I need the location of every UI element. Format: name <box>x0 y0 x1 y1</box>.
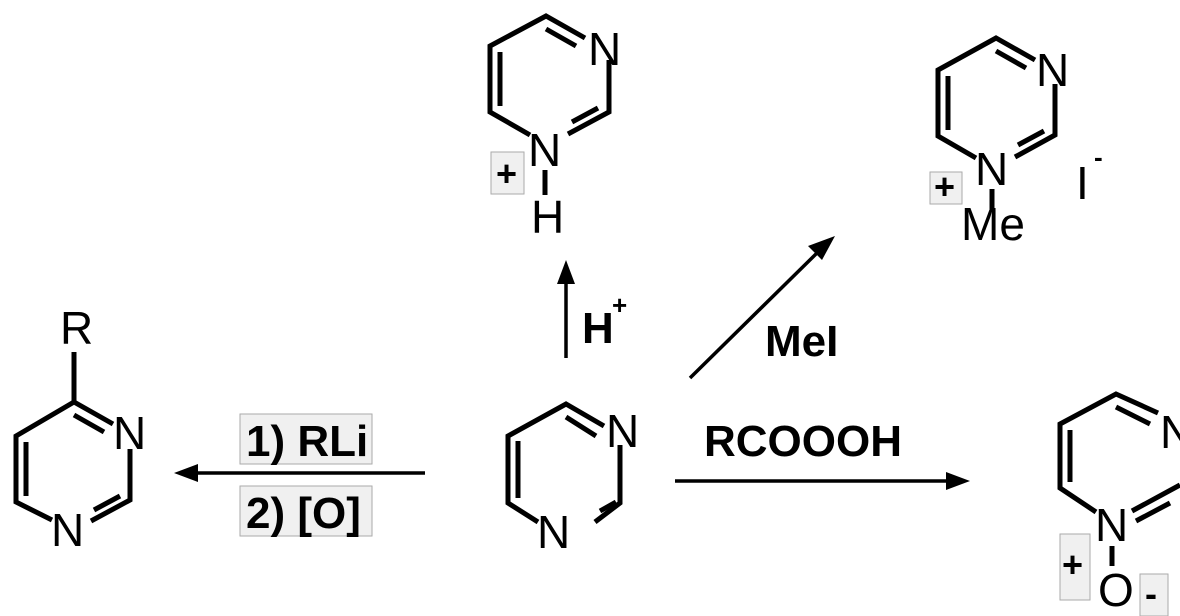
reagent-h-charge: + <box>612 290 627 320</box>
ring-bonds <box>487 13 612 138</box>
arrow-methylation <box>688 236 835 380</box>
ring-nitrogen-top: N <box>606 405 639 457</box>
molecule-pyrimidinium: N N H + <box>487 13 621 243</box>
ring-nitrogen-top: N <box>588 23 621 75</box>
positive-charge-box <box>490 151 525 195</box>
reagent-peracid: RCOOOH <box>704 417 902 466</box>
ring-bonds <box>505 401 623 525</box>
step2-box <box>239 485 373 537</box>
negative-charge-box <box>1139 573 1169 616</box>
reagent-step1: 1) RLi <box>246 417 368 466</box>
positive-charge-box <box>929 171 963 205</box>
inner-double-bonds <box>1067 404 1172 524</box>
positive-charge: + <box>934 166 955 207</box>
ring-nitrogen-bottom: N <box>537 506 570 558</box>
molecule-pyrimidine-center: N N <box>505 401 639 558</box>
reagent-methyl-iodide: MeI <box>765 317 838 366</box>
hydrogen-atom: H <box>531 191 564 243</box>
arrow-protonation <box>557 260 575 358</box>
reagent-protonation: H + <box>582 290 627 353</box>
inner-double-bonds <box>497 26 600 125</box>
negative-charge: - <box>1145 573 1157 614</box>
iodide-counterion: I <box>1076 157 1089 209</box>
ring-bonds <box>13 399 133 524</box>
iodide-charge: - <box>1094 142 1103 172</box>
ring-bonds <box>1057 391 1180 515</box>
reagent-step2: 2) [O] <box>246 489 361 538</box>
molecule-pyrimidine-n-oxide: N N O + - <box>1057 391 1180 616</box>
molecule-4-r-pyrimidine: R N N <box>13 302 146 556</box>
ring-nitrogen-protonated: N <box>528 124 561 176</box>
ring-nitrogen-top: N <box>113 407 146 459</box>
oxygen-atom: O <box>1098 564 1134 616</box>
ring-bonds <box>935 35 1058 161</box>
positive-charge: + <box>1062 544 1083 585</box>
r-substituent: R <box>60 302 93 354</box>
inner-double-bonds <box>515 414 618 514</box>
ring-nitrogen-oxidized: N <box>1095 499 1128 551</box>
reagent-h-label: H <box>582 304 614 353</box>
molecule-n-methylpyrimidinium: N N Me + I - <box>929 35 1103 250</box>
positive-charge: + <box>496 153 517 194</box>
inner-double-bonds <box>945 48 1046 148</box>
arrow-oxidation <box>675 472 970 490</box>
methyl-group: Me <box>961 198 1025 250</box>
positive-charge-box <box>1059 533 1091 601</box>
reagent-alkylation: 1) RLi 2) [O] <box>239 413 373 538</box>
ring-nitrogen-methylated: N <box>975 143 1008 195</box>
ring-nitrogen-top: N <box>1036 44 1069 96</box>
arrow-alkylation <box>174 464 425 482</box>
ring-nitrogen-bottom: N <box>51 504 84 556</box>
ring-nitrogen-top: N <box>1160 406 1180 458</box>
inner-double-bonds <box>23 412 122 513</box>
step1-box <box>239 413 373 465</box>
